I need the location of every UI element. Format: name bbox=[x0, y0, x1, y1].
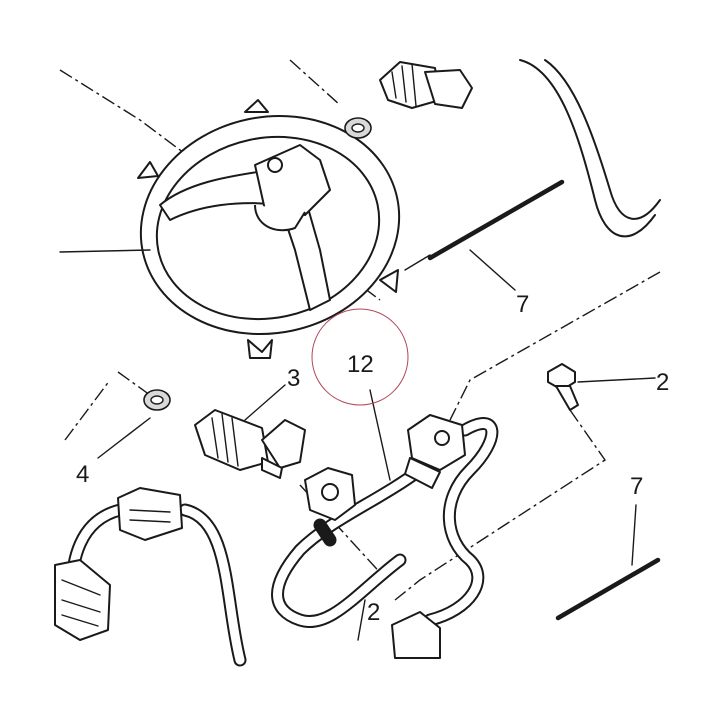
leader-4 bbox=[97, 417, 151, 459]
connector-upper-right-hole bbox=[434, 430, 450, 446]
bolt bbox=[547, 363, 579, 411]
harness-right-inner bbox=[425, 419, 497, 625]
callout-7-upper: 7 bbox=[516, 291, 529, 318]
leader-7b bbox=[631, 504, 637, 566]
housing-tab-bottom bbox=[247, 339, 273, 359]
sensor-3-tip bbox=[261, 457, 283, 479]
harness-loop-inner bbox=[273, 465, 425, 626]
bolt-shank bbox=[555, 385, 579, 411]
connector-bottom-left-ribs bbox=[61, 579, 101, 627]
leader-bolt bbox=[577, 377, 656, 383]
long-pin-upper bbox=[427, 179, 565, 261]
sensor-3-connector bbox=[261, 419, 306, 469]
connector-bottom-left bbox=[54, 559, 111, 641]
harness-stub bbox=[313, 518, 337, 547]
leader-housing bbox=[59, 249, 151, 253]
leader-2 bbox=[357, 599, 366, 641]
alignment-line-ring bbox=[289, 59, 341, 106]
highlight-circle bbox=[311, 308, 409, 406]
alignment-line-washer bbox=[117, 371, 151, 396]
callout-4: 4 bbox=[76, 461, 89, 488]
alignment-line-bolt bbox=[394, 409, 606, 601]
ring-housing bbox=[137, 99, 401, 359]
housing-hub bbox=[254, 204, 306, 232]
leader-3 bbox=[244, 384, 286, 421]
callout-12: 12 bbox=[347, 351, 374, 378]
frame-edge bbox=[519, 59, 661, 238]
connector-bottom bbox=[391, 611, 441, 659]
housing-tab-right bbox=[379, 269, 399, 293]
harness-left-inner bbox=[180, 505, 245, 665]
housing-tab-top bbox=[244, 99, 269, 113]
upper-sensor-assembly bbox=[344, 61, 473, 139]
connector-upper-right-collar bbox=[404, 457, 441, 489]
harness-connectors bbox=[54, 414, 466, 659]
boss-hole bbox=[267, 157, 283, 173]
connector-left bbox=[117, 487, 183, 541]
connector-middle-hole bbox=[321, 483, 339, 501]
sensor-3 bbox=[194, 409, 306, 479]
frame-edge-inner bbox=[544, 59, 661, 220]
frame-edge-outer bbox=[519, 59, 656, 238]
bolt-head bbox=[547, 363, 576, 391]
long-pin-lower bbox=[555, 557, 661, 621]
connector-left-ribs bbox=[129, 509, 171, 523]
leader-lines bbox=[59, 249, 656, 641]
leader-7a bbox=[404, 249, 516, 291]
callout-bolt-partial: 2 bbox=[656, 369, 669, 396]
washer-hole bbox=[150, 395, 164, 405]
cable-harness bbox=[65, 417, 499, 667]
callout-7-lower: 7 bbox=[630, 473, 643, 500]
callout-2: 2 bbox=[367, 599, 380, 626]
upper-o-ring-hole bbox=[351, 123, 365, 133]
upper-sensor-connector bbox=[424, 69, 473, 109]
callout-3: 3 bbox=[287, 365, 300, 392]
upper-sensor-ribs bbox=[391, 63, 417, 107]
alignment-line-left bbox=[64, 379, 111, 441]
housing-tab-left bbox=[137, 161, 159, 179]
leader-12 bbox=[369, 389, 391, 481]
sensor-3-ribs bbox=[211, 413, 239, 467]
callout-labels: 7 12 3 4 7 2 2 bbox=[76, 291, 669, 626]
alignment-line-right bbox=[449, 271, 661, 421]
